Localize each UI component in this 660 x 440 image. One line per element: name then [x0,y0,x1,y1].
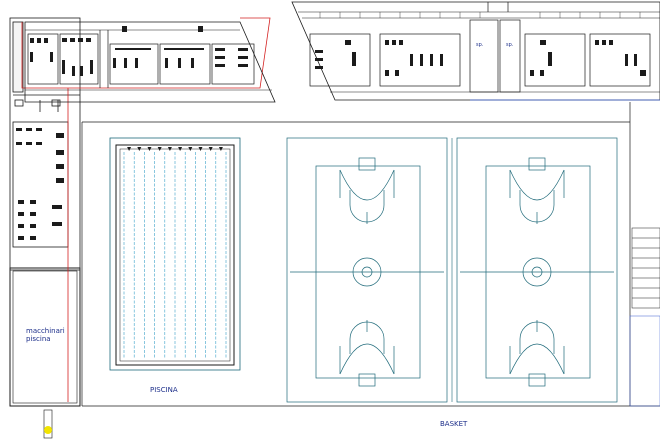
right-block-tag-left: sp. [476,42,484,48]
pool-start-block [198,147,203,151]
pool-start-block [218,147,223,151]
pool-lanes [123,147,227,358]
entrance-marker [43,409,53,439]
basket-label: BASKET [440,420,468,428]
swimming-pool: PISCINA [109,137,241,394]
pool-label: PISCINA [150,386,178,394]
basketball-court-left [286,137,448,403]
pool-start-block [167,147,172,151]
changing-rooms-block-left [21,17,276,402]
pool-start-block [178,147,183,151]
pool-start-block [137,147,142,151]
left-strip-equipment [16,128,64,240]
machine-room: macchinari piscina [9,267,81,407]
stairs [629,227,660,407]
machine-room-label-line2: piscina [26,335,51,343]
changing-rooms-block-right: sp. sp. [291,1,660,101]
pool-start-block [127,147,132,151]
pool-start-block [208,147,213,151]
machine-room-label-line1: macchinari [26,327,65,335]
pool-start-block [188,147,193,151]
pool-start-block [147,147,152,151]
basketball-court-right [456,137,618,403]
right-block-tag-right: sp. [506,42,514,48]
pool-start-block [157,147,162,151]
